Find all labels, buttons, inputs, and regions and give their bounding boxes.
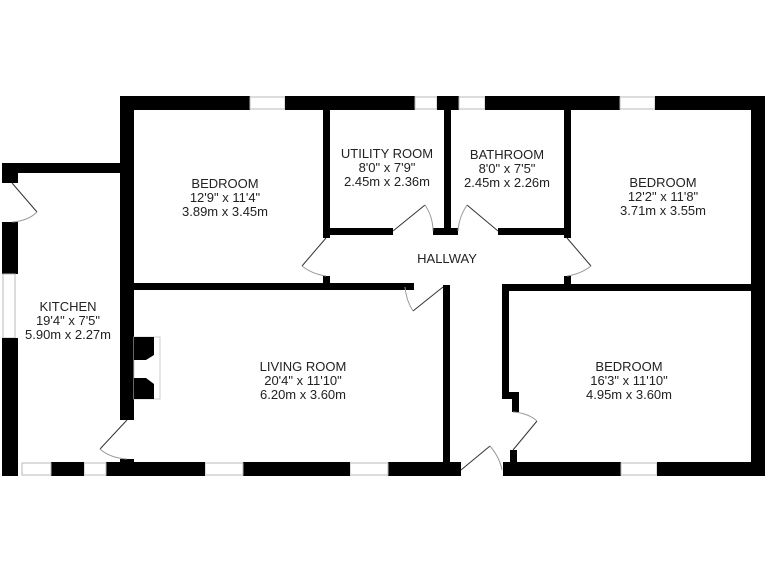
- wall-utility-bath: [444, 110, 451, 234]
- window-kitchen-2: [21, 462, 52, 476]
- wall-bedroom3-left: [502, 286, 509, 398]
- wall-bedroom3-jog: [502, 392, 519, 399]
- wall-utility-left: [323, 110, 330, 238]
- fireplace-bottom: [134, 378, 154, 399]
- wall-bottom-1: [503, 462, 621, 476]
- wall-living-right: [443, 285, 450, 476]
- door-kitchen-living[interactable]: [99, 419, 128, 450]
- wall-top-3: [437, 96, 459, 110]
- room-name: BEDROOM: [191, 176, 258, 191]
- wall-bath-right: [564, 110, 571, 238]
- wall-stub-2: [564, 276, 571, 290]
- room-imperial: 20'4" x 11'10": [264, 373, 342, 388]
- door-utility[interactable]: [392, 204, 426, 232]
- wall-top-4: [485, 96, 620, 110]
- room-name: KITCHEN: [39, 299, 96, 314]
- window-kitchen-3: [83, 462, 107, 476]
- room-name: BATHROOM: [470, 147, 544, 162]
- room-bedroom-1: BEDROOM 12'9" x 11'4" 3.89m x 3.45m: [182, 176, 268, 219]
- wall-bottom-6: [51, 462, 84, 476]
- window-living-1: [204, 462, 244, 476]
- room-imperial: 8'0" x 7'5": [479, 161, 536, 176]
- wall-top-1: [120, 96, 250, 110]
- wall-kitchen-divider: [120, 96, 134, 420]
- door-front[interactable]: [460, 445, 491, 471]
- door-bedroom-3-swing: [512, 411, 538, 422]
- doors: [11, 182, 592, 471]
- door-kitchen-exterior[interactable]: [11, 182, 38, 213]
- room-name: BEDROOM: [595, 359, 662, 374]
- door-bedroom-2-swing: [566, 265, 592, 277]
- door-bathroom-swing: [457, 204, 468, 232]
- wall-bedroom3-stub: [510, 450, 517, 464]
- room-metric: 2.45m x 2.36m: [344, 174, 430, 189]
- wall-bottom-4: [243, 462, 350, 476]
- room-living-room: LIVING ROOM 20'4" x 11'10" 6.20m x 3.60m: [260, 359, 347, 402]
- wall-utility-bath-bottom: [433, 228, 458, 235]
- wall-left-2: [2, 222, 18, 274]
- room-kitchen: KITCHEN 19'4" x 7'5" 5.90m x 2.27m: [25, 299, 111, 342]
- room-name: LIVING ROOM: [260, 359, 347, 374]
- room-metric: 3.89m x 3.45m: [182, 204, 268, 219]
- door-bedroom-3[interactable]: [512, 420, 538, 451]
- door-bathroom[interactable]: [466, 204, 499, 232]
- room-metric: 2.45m x 2.26m: [464, 175, 550, 190]
- wall-bottom-3: [388, 462, 461, 476]
- room-name: BEDROOM: [629, 175, 696, 190]
- room-metric: 6.20m x 3.60m: [260, 387, 346, 402]
- fireplace-top: [134, 337, 154, 360]
- room-name: UTILITY ROOM: [341, 146, 433, 161]
- wall-bedroom2-bottom: [502, 284, 765, 291]
- room-imperial: 12'9" x 11'4": [190, 190, 261, 205]
- room-imperial: 19'4" x 7'5": [36, 313, 100, 328]
- door-bedroom-1-swing: [301, 265, 327, 277]
- window-bathroom: [458, 96, 486, 110]
- wall-utility-bottom: [323, 228, 393, 235]
- room-utility-room: UTILITY ROOM 8'0" x 7'9" 2.45m x 2.36m: [341, 146, 433, 189]
- wall-bedroom1-bottom: [134, 283, 414, 290]
- wall-bottom-2: [657, 462, 765, 476]
- wall-top-2: [285, 96, 415, 110]
- room-bedroom-2: BEDROOM 12'2" x 11'8" 3.71m x 3.55m: [620, 175, 706, 218]
- room-metric: 3.71m x 3.55m: [620, 203, 706, 218]
- door-living-room-swing: [404, 286, 414, 312]
- door-living-room[interactable]: [412, 286, 444, 312]
- room-metric: 4.95m x 3.60m: [586, 387, 672, 402]
- room-bedroom-3: BEDROOM 16'3" x 11'10" 4.95m x 3.60m: [586, 359, 672, 402]
- wall-kitchen-divider-stub: [120, 459, 134, 476]
- door-front-swing: [489, 445, 503, 471]
- interior-walls: [120, 96, 765, 476]
- window-utility: [414, 96, 438, 110]
- room-imperial: 12'2" x 11'8": [628, 189, 699, 204]
- wall-bedroom3-jog-down: [512, 392, 519, 412]
- door-kitchen-living-swing: [99, 448, 128, 460]
- door-utility-swing: [424, 204, 434, 232]
- window-kitchen-1: [2, 273, 16, 339]
- door-bedroom-1[interactable]: [301, 237, 327, 267]
- door-bedroom-2[interactable]: [566, 237, 592, 267]
- wall-top-5: [655, 96, 765, 110]
- room-imperial: 16'3" x 11'10": [590, 373, 668, 388]
- room-metric: 5.90m x 2.27m: [25, 327, 111, 342]
- window-bedroom-1: [249, 96, 286, 110]
- wall-stub-1: [323, 276, 330, 290]
- window-living-2: [349, 462, 389, 476]
- wall-left-3: [2, 338, 18, 476]
- wall-bath-bottom: [498, 228, 571, 235]
- wall-kitchen-top: [2, 163, 134, 173]
- room-name: HALLWAY: [417, 251, 477, 266]
- room-imperial: 8'0" x 7'9": [359, 160, 416, 175]
- window-bedroom-2: [619, 96, 656, 110]
- room-hallway: HALLWAY: [417, 251, 477, 266]
- room-bathroom: BATHROOM 8'0" x 7'5" 2.45m x 2.26m: [464, 147, 550, 190]
- window-bedroom-3: [620, 462, 658, 476]
- door-kitchen-exterior-swing: [11, 211, 38, 223]
